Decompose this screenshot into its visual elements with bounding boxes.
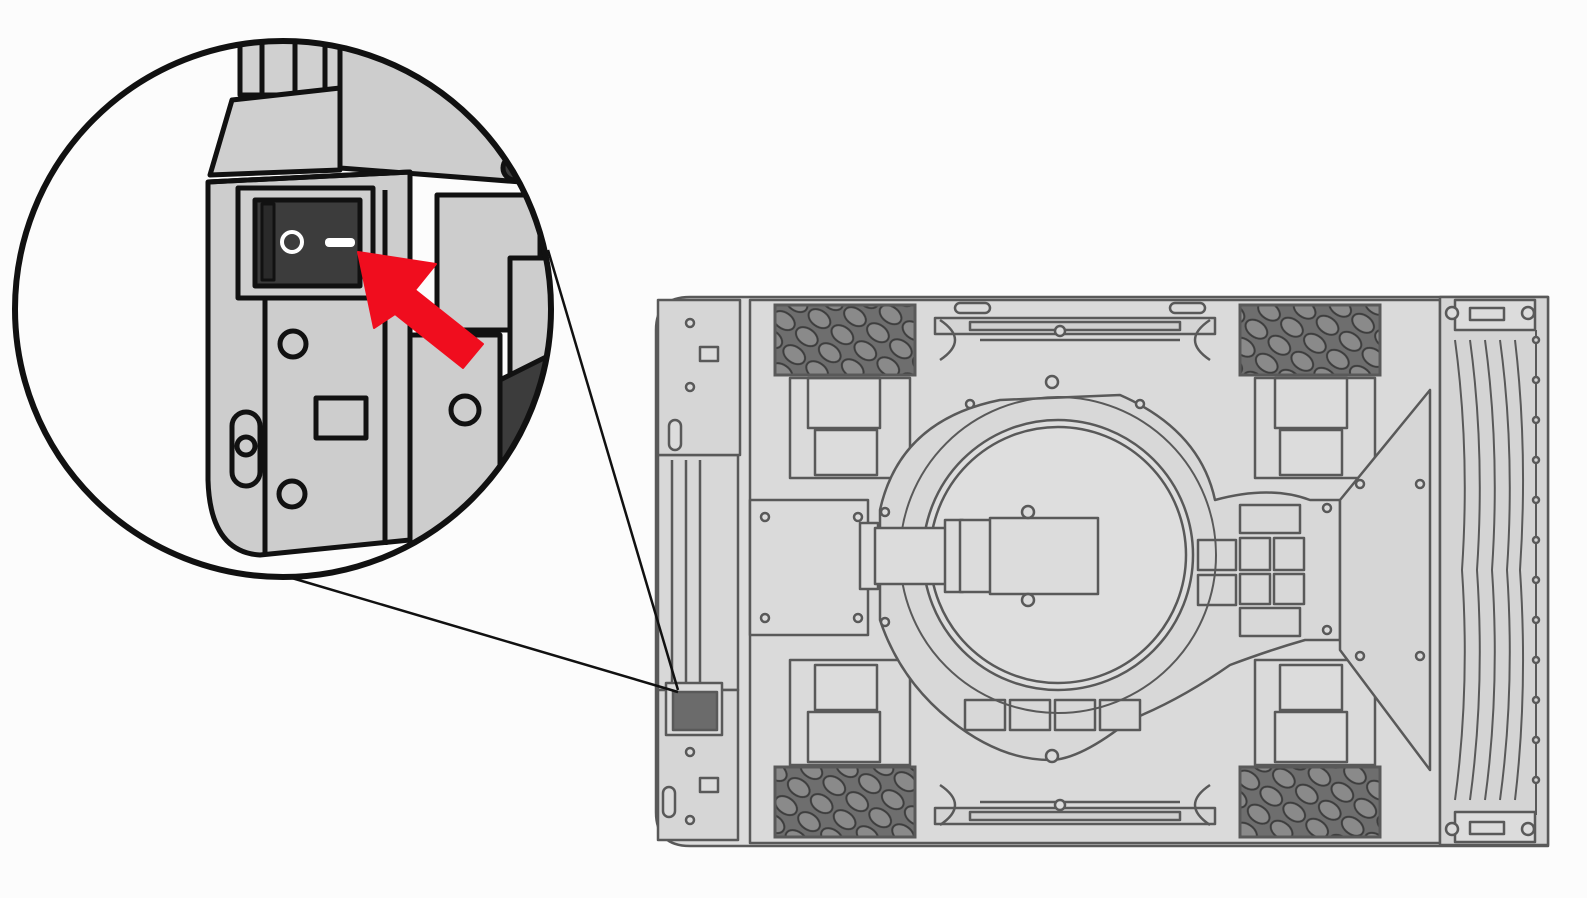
mecanum-wheel-front-right: [1238, 303, 1382, 377]
pointer-arrow-icon: [357, 251, 484, 369]
chassis: [654, 295, 1550, 848]
left-rail: [656, 453, 740, 692]
switch-on-symbol: [325, 238, 355, 247]
mount-plate: [748, 498, 870, 637]
front-bumper: [1438, 295, 1550, 847]
magnifier-callout-icon: [12, 38, 554, 580]
switch-off-symbol: [280, 230, 304, 254]
mecanum-wheel-rear-right: [1238, 765, 1382, 839]
mecanum-wheel-rear-left: [773, 765, 917, 839]
magnifier-callout-lines: [284, 249, 680, 694]
mecanum-wheel-front-left: [773, 303, 917, 377]
